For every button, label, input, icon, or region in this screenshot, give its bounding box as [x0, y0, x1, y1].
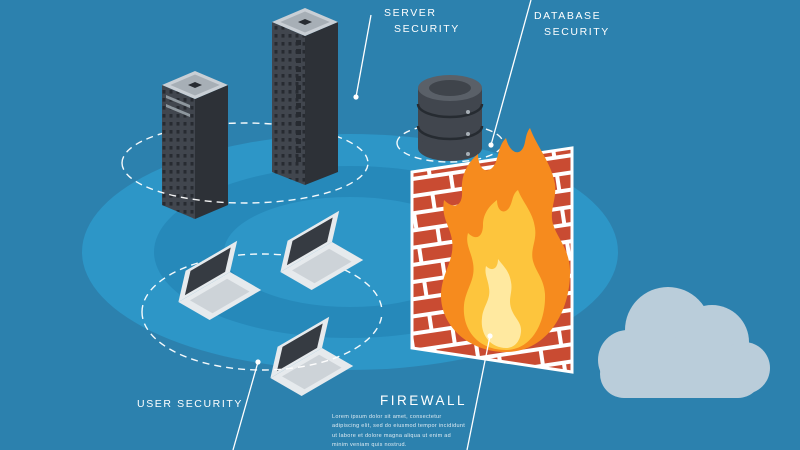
server-leader-line [355, 14, 372, 98]
dashed-zone-front-arcs [121, 142, 504, 371]
database-security-line1: DATABASE [534, 10, 602, 22]
user-anchor-dot [255, 359, 261, 365]
server-tower-icon [162, 71, 228, 219]
server-security-label: SERVER SECURITY [384, 5, 460, 38]
database-anchor-dot [488, 142, 494, 148]
database-security-line2: SECURITY [544, 26, 610, 39]
firewall-anchor-dot [487, 333, 493, 339]
server-zone-dashed-ellipse [121, 122, 369, 164]
user-leader-line [232, 361, 259, 450]
server-rack-icon [272, 8, 338, 185]
user-zone-dashed-ellipse [141, 253, 383, 313]
database-icon [416, 75, 484, 161]
server-security-line2: SECURITY [394, 23, 460, 36]
dashed-zone-back-arcs [121, 122, 504, 313]
database-security-label: DATABASE SECURITY [534, 8, 610, 41]
database-leader-line [490, 0, 532, 146]
rack-bay-squares [296, 40, 301, 162]
server-anchor-dot [353, 94, 359, 100]
database-zone-dashed-ellipse [396, 123, 504, 144]
firewall-label: FIREWALL [380, 393, 468, 408]
leader-lines [232, 0, 532, 450]
flame-icon [440, 128, 571, 352]
cloud-icon [598, 287, 770, 398]
firewall-description: Lorem ipsum dolor sit amet, consectetur … [332, 414, 466, 449]
user-security-label: USER SECURITY [137, 398, 243, 410]
firewall-leader-line [466, 335, 491, 450]
server-security-line1: SERVER [384, 7, 437, 19]
